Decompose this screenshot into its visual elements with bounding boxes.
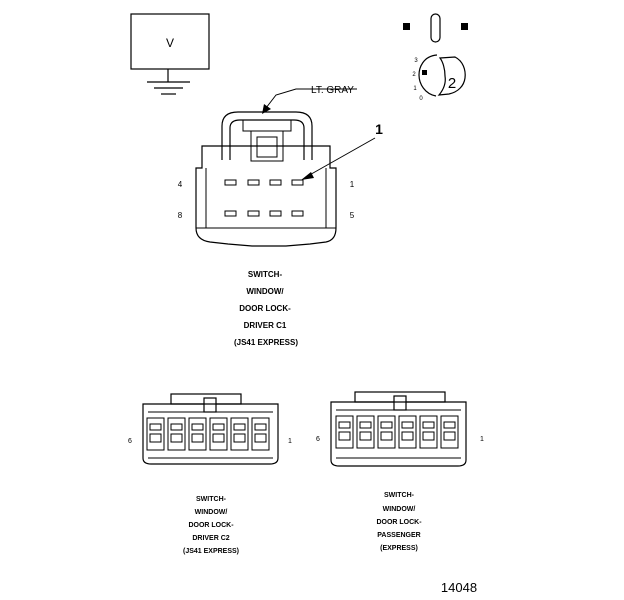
- pass-cavity-1: [440, 415, 459, 449]
- pass-caption-line-5: (EXPRESS): [380, 545, 418, 552]
- pass-caption-line-2: WINDOW/: [383, 506, 416, 513]
- c1-caption-line-2: WINDOW/: [246, 287, 284, 296]
- figure-number: 14048: [441, 580, 477, 595]
- c1-caption-line-5: (JS41 EXPRESS): [234, 338, 298, 347]
- rotation-arc: [418, 54, 438, 97]
- c1-pin-label-4: 4: [178, 180, 183, 189]
- scale-label-1: 1: [413, 86, 417, 92]
- c1-cavity-3: [247, 179, 260, 186]
- c2-cavity-1: [251, 417, 270, 451]
- c1-caption-line-3: DOOR LOCK-: [239, 304, 291, 313]
- c1-cavity-4: [224, 179, 237, 186]
- pass-cavity-4: [377, 415, 396, 449]
- c2-cavity-6: [146, 417, 165, 451]
- connector-c1: LT. GRAY 4 1 8 5 1 SWITCH- WINDOW/ DO: [178, 85, 383, 347]
- voltmeter-symbol: V: [130, 13, 210, 95]
- c2-cavity-5: [167, 417, 186, 451]
- view-key: 2 3 2 1 0: [403, 13, 468, 102]
- c1-cavity-2: [269, 179, 282, 186]
- key-pointer: [422, 70, 427, 75]
- c1-callout-leader: [305, 137, 376, 178]
- view-arrow-icon: [437, 56, 466, 96]
- pass-pin-label-6: 6: [316, 436, 320, 443]
- c2-cavity-4: [188, 417, 207, 451]
- wire-color-leader: [265, 88, 357, 109]
- pass-cavity-3: [398, 415, 417, 449]
- pass-latch-tab: [393, 395, 407, 411]
- pass-caption-line-1: SWITCH-: [384, 492, 415, 499]
- c1-pin-label-8: 8: [178, 211, 183, 220]
- c2-latch-tab: [203, 397, 217, 413]
- c1-caption-line-4: DRIVER C1: [244, 321, 287, 330]
- pass-cavities: [335, 415, 459, 449]
- key-marker-left: [403, 23, 410, 30]
- c1-cavity-6: [269, 210, 282, 217]
- c2-caption-line-5: (JS41 EXPRESS): [183, 548, 239, 555]
- wire-color-label: LT. GRAY: [311, 85, 354, 96]
- c1-latch-outer: [221, 111, 313, 160]
- connector-passenger: 6 1 SWITCH- WINDOW/ DOOR LOCK- PASSENGER…: [316, 391, 484, 552]
- key-slot-icon: [430, 13, 441, 43]
- pass-pin-label-1: 1: [480, 436, 484, 443]
- pass-caption-line-4: PASSENGER: [377, 532, 420, 539]
- c2-caption-line-1: SWITCH-: [196, 496, 227, 503]
- pass-cavity-5: [356, 415, 375, 449]
- view-arrow-number: 2: [448, 75, 456, 92]
- c2-cavities: [146, 417, 270, 451]
- c2-pin-label-1: 1: [288, 438, 292, 445]
- c1-caption-line-1: SWITCH-: [248, 270, 283, 279]
- c1-callout-number: 1: [375, 121, 383, 137]
- c2-cavity-3: [209, 417, 228, 451]
- connector-c2: 6 1 SWITCH- WINDOW/ DOOR LOCK- DRIVER C2…: [128, 393, 292, 555]
- scale-label-3: 3: [414, 58, 418, 64]
- c1-shell: [195, 145, 337, 247]
- c2-cavity-2: [230, 417, 249, 451]
- c1-cavity-5: [291, 210, 304, 217]
- c1-cavity-1: [291, 179, 304, 186]
- c1-lock-window: [256, 136, 278, 158]
- c1-latch-inner: [229, 119, 305, 160]
- c1-pin-label-5: 5: [350, 211, 355, 220]
- c2-shell: [142, 403, 279, 465]
- c2-caption-line-2: WINDOW/: [195, 509, 228, 516]
- c2-pin-label-6: 6: [128, 438, 132, 445]
- voltmeter-unit: V: [166, 36, 174, 50]
- scale-label-0: 0: [419, 96, 423, 102]
- key-marker-right: [461, 23, 468, 30]
- scale-label-2: 2: [412, 72, 416, 78]
- voltmeter-box: [130, 13, 210, 70]
- c1-cavity-7: [247, 210, 260, 217]
- c1-lock-tab: [242, 119, 292, 132]
- pass-cavity-6: [335, 415, 354, 449]
- c2-caption-line-3: DOOR LOCK-: [188, 522, 234, 529]
- c1-callout-arrowhead: [301, 172, 314, 180]
- pass-caption-line-3: DOOR LOCK-: [376, 519, 422, 526]
- pass-shell: [330, 401, 467, 467]
- c1-pin-label-1: 1: [350, 180, 355, 189]
- pass-cavity-2: [419, 415, 438, 449]
- c2-caption-line-4: DRIVER C2: [192, 535, 229, 542]
- c1-cavity-8: [224, 210, 237, 217]
